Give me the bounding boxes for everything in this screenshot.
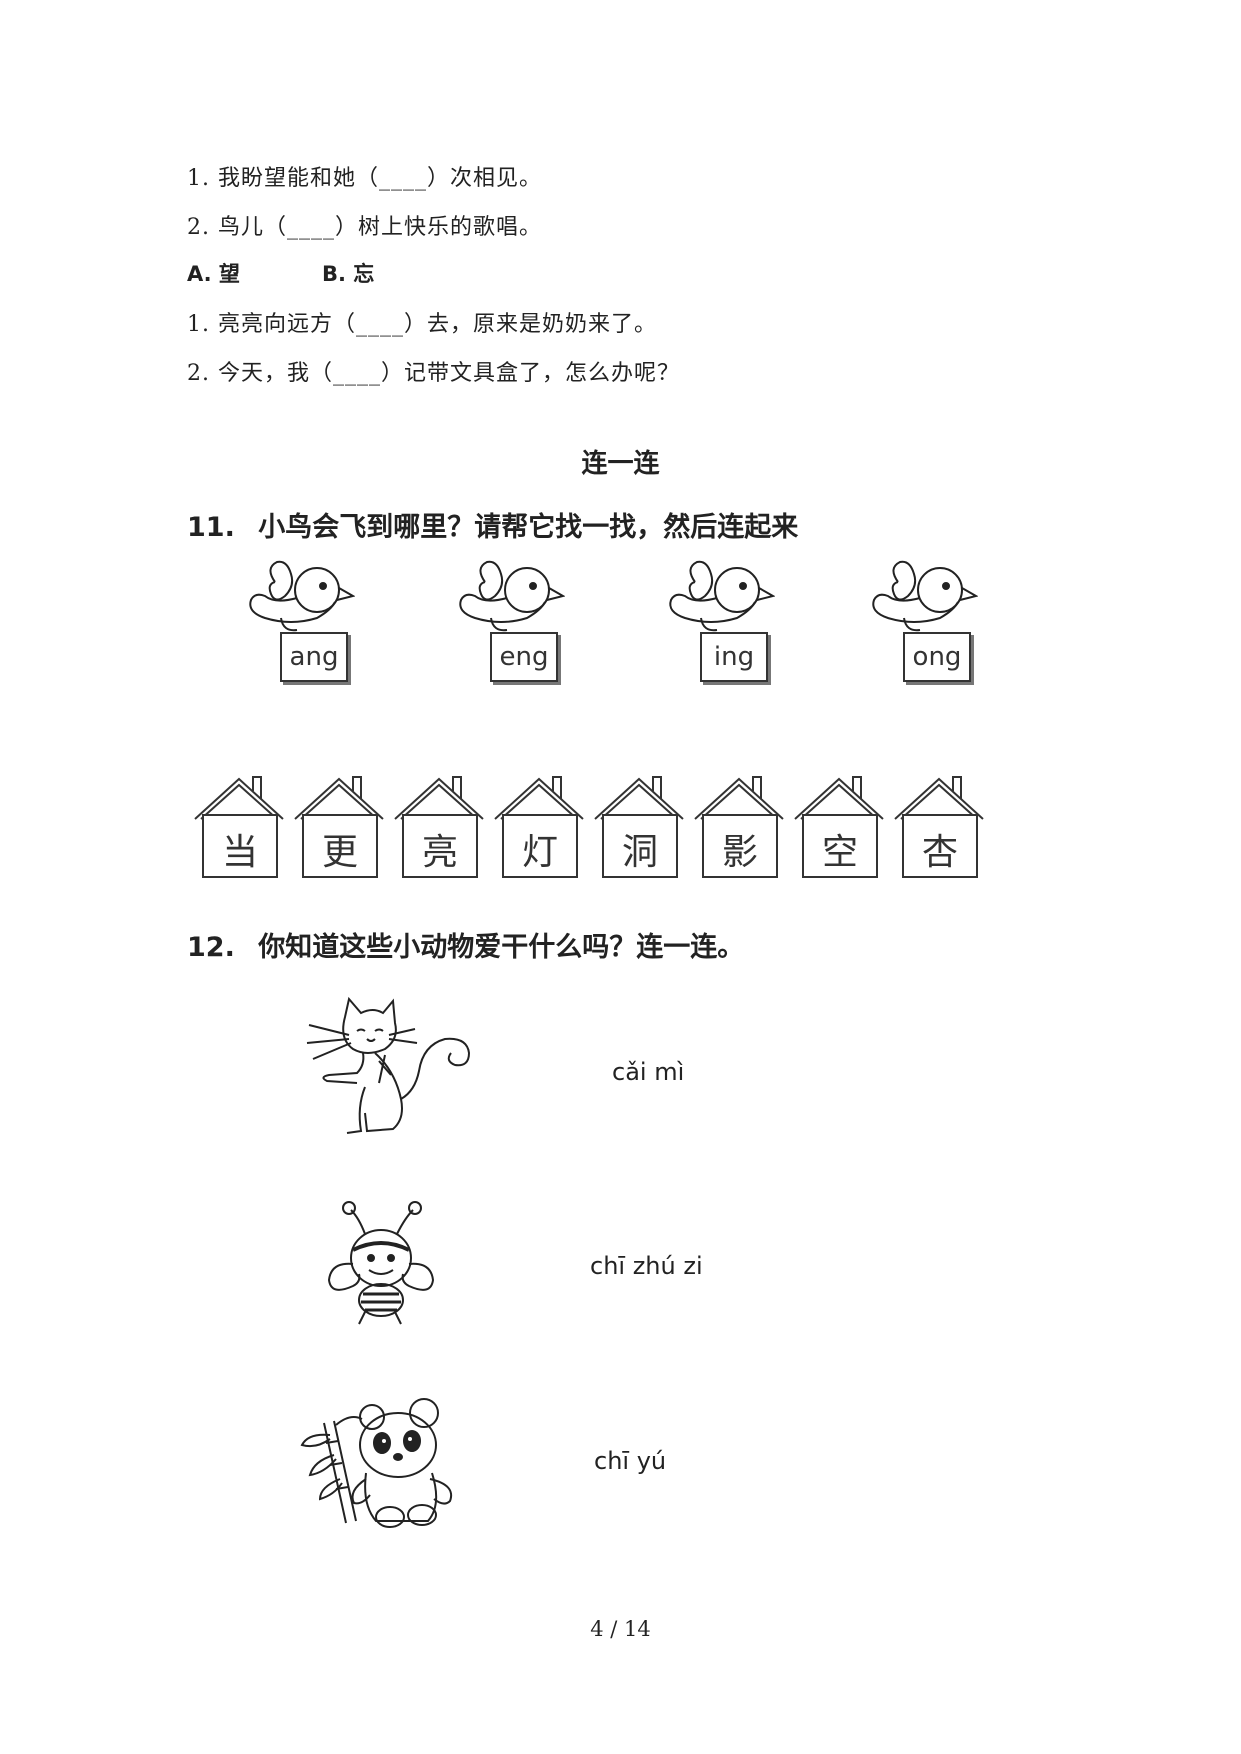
house-icon <box>894 776 984 878</box>
bird-icon <box>872 560 979 632</box>
house: 空 <box>793 775 887 880</box>
bird-eng: eng <box>455 560 566 690</box>
cat-icon <box>305 995 485 1144</box>
bird-label: eng <box>499 642 549 672</box>
house-character: 更 <box>321 832 358 873</box>
pinyin-2: chī zhú zi <box>590 1252 703 1280</box>
pinyin-3: chī yú <box>594 1447 667 1475</box>
house: 当 <box>193 775 287 880</box>
house: 亮 <box>393 775 487 880</box>
house: 灯 <box>493 775 587 880</box>
bird-icon <box>459 560 566 632</box>
question-11-text: 小鸟会飞到哪里？请帮它找一找，然后连起来 <box>258 512 799 543</box>
bird-icon <box>669 560 776 632</box>
sentence-2-1: 1. 亮亮向远方（____）去，原来是奶奶来了。 <box>187 312 657 337</box>
house-character: 当 <box>221 832 258 873</box>
house-icon <box>194 776 284 878</box>
house-icon <box>294 776 384 878</box>
house-icon <box>394 776 484 878</box>
option-a: A. 望 <box>187 262 240 286</box>
house-character: 灯 <box>521 832 558 873</box>
sentence-1-1: 1. 我盼望能和她（____）次相见。 <box>187 166 542 191</box>
house-character: 亮 <box>421 832 458 873</box>
bird-icon <box>249 560 356 632</box>
panda-icon <box>300 1395 460 1534</box>
pinyin-1: cǎi mì <box>612 1058 685 1086</box>
question-11: 11. 小鸟会飞到哪里？请帮它找一找，然后连起来 <box>187 505 798 544</box>
bird-label: ing <box>713 642 755 672</box>
bird-label-box: ing <box>700 632 768 682</box>
house: 影 <box>693 775 787 880</box>
house-icon <box>794 776 884 878</box>
bird-label-box: eng <box>490 632 558 682</box>
bird-label: ang <box>289 642 339 672</box>
house-icon <box>694 776 784 878</box>
house: 杏 <box>893 775 987 880</box>
bird-label-box: ong <box>903 632 971 682</box>
question-12-text: 你知道这些小动物爱干什么吗？连一连。 <box>258 932 745 963</box>
house: 更 <box>293 775 387 880</box>
bird-ang: ang <box>245 560 356 690</box>
house-icon <box>494 776 584 878</box>
sentence-1-2: 2. 鸟儿（____）树上快乐的歌唱。 <box>187 215 542 240</box>
bird-label: ong <box>912 642 962 672</box>
bee-icon <box>325 1200 445 1334</box>
section-title: 连一连 <box>581 449 660 479</box>
option-b: B. 忘 <box>322 262 375 286</box>
house-character: 洞 <box>621 832 658 873</box>
house-character: 空 <box>821 832 858 873</box>
sentence-2-2: 2. 今天，我（____）记带文具盒了，怎么办呢？ <box>187 361 680 386</box>
house: 洞 <box>593 775 687 880</box>
question-12-number: 12. <box>187 932 235 963</box>
house-character: 影 <box>721 832 758 873</box>
page-number: 4 / 14 <box>590 1617 651 1641</box>
bird-ong: ong <box>868 560 979 690</box>
bird-ing: ing <box>665 560 776 690</box>
question-11-number: 11. <box>187 512 235 543</box>
question-12: 12. 你知道这些小动物爱干什么吗？连一连。 <box>187 925 744 964</box>
bird-label-box: ang <box>280 632 348 682</box>
house-icon <box>594 776 684 878</box>
house-character: 杏 <box>921 832 958 873</box>
